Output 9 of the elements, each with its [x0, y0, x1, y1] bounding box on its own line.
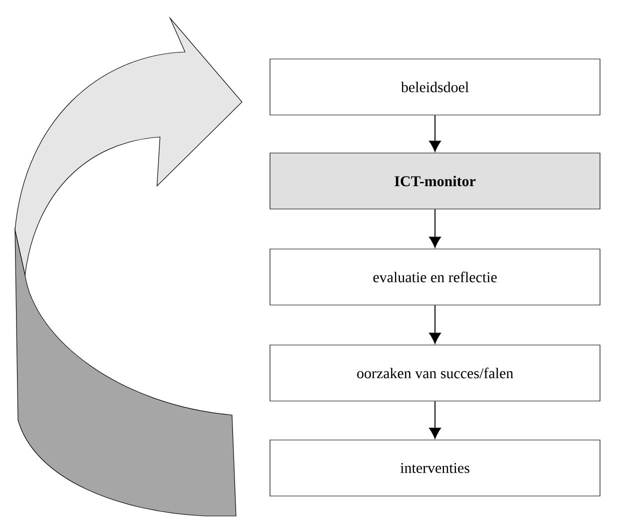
arrow: [429, 208, 441, 248]
step-box: evaluatie en reflectie: [270, 248, 600, 306]
arrow: [429, 400, 441, 439]
arrow: [429, 304, 441, 344]
arrow: [429, 114, 441, 152]
highlighted-step-box: ICT-monitor: [270, 152, 600, 210]
step-box: oorzaken van succes/falen: [270, 344, 600, 402]
step-box: interventies: [270, 440, 600, 496]
step-box: beleidsdoel: [270, 58, 600, 116]
